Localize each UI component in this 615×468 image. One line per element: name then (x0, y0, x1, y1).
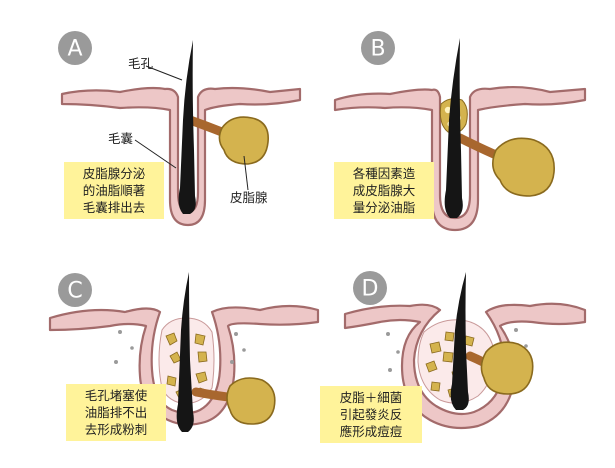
caption-line: 應形成痘痘 (339, 424, 403, 439)
caption-line: 量分泌油脂 (352, 200, 416, 215)
stage-badge-a: A (58, 31, 92, 65)
badge-circle (58, 31, 92, 65)
badge-circle (353, 271, 387, 305)
hair-shaft-d (450, 272, 469, 410)
caption-b: 各種因素造 成皮脂腺大 量分泌油脂 (334, 162, 434, 219)
badge-letter: C (67, 279, 82, 304)
badge-circle (361, 31, 395, 65)
badge-letter: B (370, 37, 385, 62)
sebaceous-gland-label: 皮脂腺 (230, 190, 268, 205)
caption-line: 各種因素造 (352, 166, 416, 181)
badge-letter: A (67, 37, 82, 62)
caption-line: 的油脂順著 (82, 183, 146, 198)
panel-d: D (343, 271, 587, 430)
skin-surface-d (343, 302, 587, 430)
caption-line: 引起發炎反 (339, 407, 403, 422)
hair-shaft-b (444, 38, 463, 218)
caption-line: 皮脂＋細菌 (339, 390, 403, 405)
panel-c: C (48, 272, 320, 432)
sebaceous-gland-b (492, 137, 555, 197)
caption-line: 皮脂腺分泌 (82, 166, 146, 181)
bacteria-dots-d (386, 328, 528, 394)
badge-letter: D (362, 277, 379, 302)
caption-line: 毛囊排出去 (82, 200, 146, 215)
badge-circle (58, 273, 92, 307)
skin-surface-c (48, 304, 320, 426)
gland-leader-line (243, 155, 249, 191)
stage-badge-c: C (58, 273, 92, 307)
caption-a: 皮脂腺分泌 的油脂順著 毛囊排出去 (64, 162, 164, 219)
sebaceous-gland-a (218, 116, 269, 165)
caption-line: 油脂排不出 (84, 405, 148, 420)
pore-leader-line (145, 65, 183, 81)
sebaceous-gland-d (480, 341, 534, 395)
follicle-label: 毛囊 (108, 131, 133, 146)
caption-d: 皮脂＋細菌 引起發炎反 應形成痘痘 (320, 386, 422, 443)
pore-label: 毛孔 (128, 56, 154, 71)
hair-shaft-c (176, 272, 194, 432)
panel-a: A 毛孔 毛囊 皮脂腺 (58, 31, 302, 227)
stage-badge-b: B (361, 31, 395, 65)
hair-shaft-a (178, 40, 196, 214)
sebaceous-gland-c (226, 377, 276, 425)
caption-line: 成皮脂腺大 (352, 183, 416, 198)
debris-dots-c (114, 330, 246, 364)
caption-c: 毛孔堵塞使 油脂排不出 去形成粉刺 (66, 384, 166, 441)
follicle-leader-line (134, 139, 177, 169)
caption-line: 去形成粉刺 (84, 422, 148, 437)
skin-surface-a (60, 86, 302, 227)
sebum-spot (444, 106, 452, 114)
caption-line: 毛孔堵塞使 (84, 388, 148, 403)
stage-badge-d: D (353, 271, 387, 305)
